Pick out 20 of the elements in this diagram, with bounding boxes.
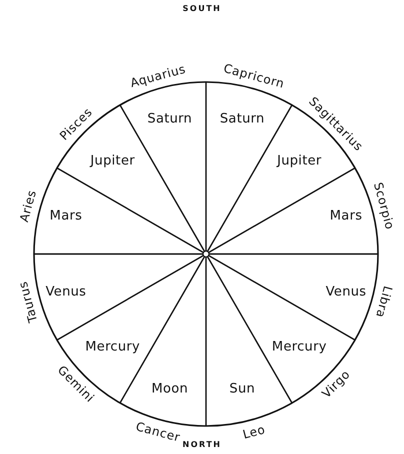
planet-label: Moon (151, 382, 188, 397)
planet-label: Jupiter (277, 153, 322, 168)
planet-label: Mars (330, 208, 362, 224)
planet-label: Venus (326, 284, 366, 300)
planet-label: Jupiter (90, 153, 135, 168)
direction-label: NORTH (182, 440, 222, 449)
zodiac-sign-label: Leo (240, 422, 266, 442)
planet-label: Sun (229, 382, 256, 397)
zodiac-sign-label: Cancer (134, 419, 182, 444)
zodiac-sign-label: Libra (372, 284, 395, 320)
planet-label: Venus (46, 284, 86, 300)
planet-label: Saturn (220, 111, 265, 126)
planet-label: Saturn (147, 111, 192, 126)
planet-label: Mercury (272, 340, 327, 355)
direction-label: SOUTH (182, 4, 222, 13)
zodiac-sign-label: Scorpio (370, 181, 397, 232)
planet-label: Mercury (85, 340, 140, 355)
zodiac-sign-label: Taurus (16, 279, 40, 324)
planet-label: Mars (50, 208, 82, 224)
zodiac-sign-label: Aries (17, 188, 40, 224)
